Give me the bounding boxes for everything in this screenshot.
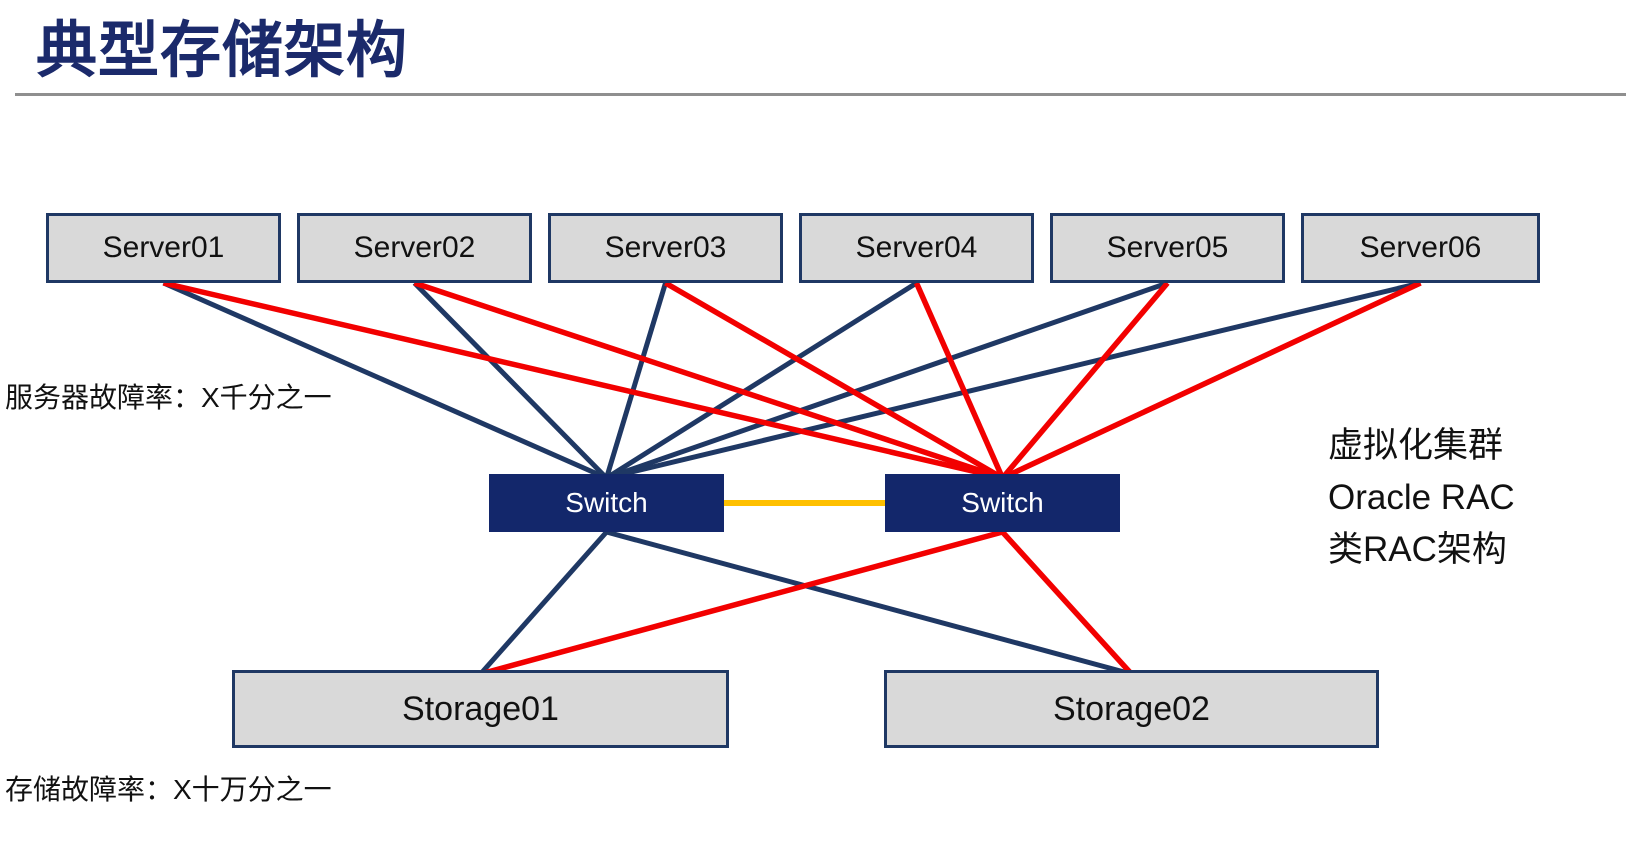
connection-switch-b-storage01 bbox=[479, 529, 1004, 677]
title-divider-line bbox=[15, 93, 1626, 96]
connection-server02-switch-b bbox=[413, 280, 1004, 481]
connection-server01-switch-a bbox=[162, 280, 608, 481]
server04-label: Server04 bbox=[855, 231, 978, 264]
server-failure-rate-label: 服务器故障率：X千分之一 bbox=[5, 382, 332, 413]
server03-box: Server03 bbox=[548, 213, 783, 283]
connection-server06-switch-a bbox=[605, 280, 1422, 481]
connection-server04-switch-a bbox=[605, 280, 918, 481]
switch-a-box: Switch bbox=[489, 474, 724, 532]
server05-box: Server05 bbox=[1050, 213, 1285, 283]
server02-label: Server02 bbox=[353, 231, 476, 264]
server05-label: Server05 bbox=[1106, 231, 1229, 264]
side-note-line-2: Oracle RAC bbox=[1328, 478, 1515, 517]
connection-switch-a-storage01 bbox=[478, 530, 609, 676]
connection-server03-switch-b bbox=[664, 280, 1004, 481]
server01-box: Server01 bbox=[46, 213, 281, 283]
connection-server01-switch-b bbox=[162, 280, 1004, 481]
server01-label: Server01 bbox=[102, 231, 225, 264]
connection-server05-switch-b bbox=[1000, 281, 1170, 480]
switch-b-label: Switch bbox=[961, 487, 1044, 518]
page-title: 典型存储架构 bbox=[36, 16, 409, 84]
storage01-box: Storage01 bbox=[232, 670, 729, 748]
connection-server03-switch-a bbox=[604, 282, 668, 479]
server03-label: Server03 bbox=[604, 231, 727, 264]
server02-box: Server02 bbox=[297, 213, 532, 283]
server06-label: Server06 bbox=[1359, 231, 1482, 264]
connection-switch-a-storage02 bbox=[605, 529, 1133, 677]
storage-failure-rate-label: 存储故障率：X十万分之一 bbox=[5, 774, 332, 805]
storage02-label: Storage02 bbox=[1053, 689, 1210, 728]
connection-server04-switch-b bbox=[913, 281, 1006, 480]
side-note-line-3: 类RAC架构 bbox=[1328, 530, 1507, 569]
connection-server06-switch-b bbox=[1001, 280, 1422, 481]
architecture-side-note: 虚拟化集群 Oracle RAC 类RAC架构 bbox=[1328, 420, 1515, 576]
connection-server05-switch-a bbox=[605, 280, 1169, 481]
server04-box: Server04 bbox=[799, 213, 1034, 283]
connection-switch-b-storage02 bbox=[1000, 530, 1134, 676]
storage01-label: Storage01 bbox=[402, 689, 559, 728]
side-note-line-1: 虚拟化集群 bbox=[1328, 426, 1504, 465]
switch-a-label: Switch bbox=[565, 487, 648, 518]
storage02-box: Storage02 bbox=[884, 670, 1379, 748]
connection-server02-switch-a bbox=[412, 281, 609, 480]
server06-box: Server06 bbox=[1301, 213, 1540, 283]
switch-b-box: Switch bbox=[885, 474, 1120, 532]
